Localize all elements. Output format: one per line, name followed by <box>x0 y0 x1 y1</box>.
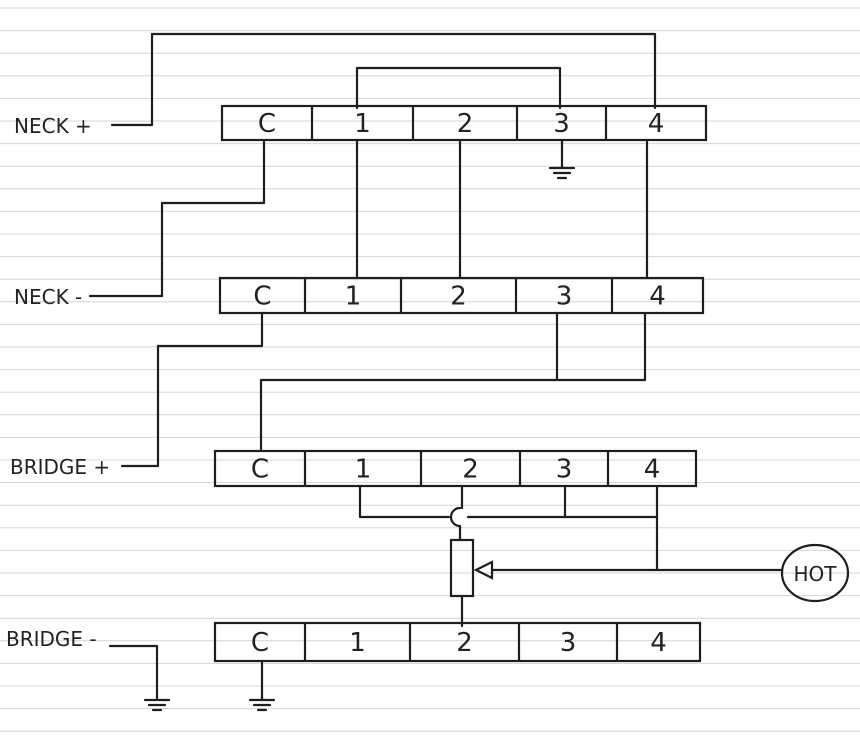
switch-terminal-label: C <box>251 455 269 485</box>
switch-terminal-label: 3 <box>560 628 577 658</box>
wire-to-bridgeplus-c <box>259 378 559 452</box>
wires <box>88 32 784 702</box>
switch-terminal-label: 1 <box>349 628 366 658</box>
hot-terminal: HOT <box>780 543 850 603</box>
wire-crossover <box>449 506 462 542</box>
neck-plus-switch: C 1 2 3 4 <box>220 104 708 142</box>
switch-frame <box>213 449 698 488</box>
hot-label: HOT <box>794 562 838 586</box>
ground-icon <box>248 698 276 712</box>
switch-terminal-label: 4 <box>644 455 661 485</box>
switch-terminal-label: 3 <box>556 282 573 312</box>
switch-frame <box>213 621 702 663</box>
switch-terminal-label: 1 <box>355 455 372 485</box>
wire-bridgeplus-bus-right <box>466 484 659 519</box>
switch-terminal-label: C <box>251 628 269 658</box>
switch-terminal-label: 2 <box>462 455 479 485</box>
ruled-lines <box>0 7 860 732</box>
switch-terminal-label: 3 <box>556 455 573 485</box>
ground-icon <box>548 166 576 180</box>
switch-terminal-label: C <box>258 109 276 139</box>
neck-minus-label: NECK - <box>14 285 82 309</box>
switch-frame <box>220 104 708 142</box>
neck-plus-label: NECK + <box>14 114 92 138</box>
bridge-minus-switch: C 1 2 3 4 <box>213 621 702 663</box>
switch-terminal-label: 2 <box>457 109 474 139</box>
wire-neckplus-1-3 <box>355 66 562 110</box>
bridge-minus-label: BRIDGE - <box>6 627 97 651</box>
bridge-plus-switch: C 1 2 3 4 <box>213 449 698 488</box>
potentiometer-icon <box>449 538 494 598</box>
switch-frame <box>218 276 705 315</box>
switch-terminal-label: 1 <box>345 282 362 312</box>
switch-terminal-label: C <box>253 282 271 312</box>
neck-minus-switch: C 1 2 3 4 <box>218 276 705 315</box>
switch-terminal-label: 3 <box>553 109 570 139</box>
switch-terminal-label: 4 <box>650 628 667 658</box>
wire-neckplus-to-pin4 <box>110 32 657 127</box>
switch-terminal-label: 1 <box>354 109 371 139</box>
wire-bridgeminus-lead <box>108 644 159 702</box>
wire-neckminus-c <box>120 311 264 468</box>
bridge-plus-label: BRIDGE + <box>10 455 110 479</box>
grounds <box>143 166 576 712</box>
switch-terminal-label: 4 <box>648 109 665 139</box>
wire-bridgeplus-bus <box>358 484 451 519</box>
ground-icon <box>143 698 171 712</box>
wire-neckplus-c <box>88 138 266 298</box>
switch-terminal-label: 2 <box>450 282 467 312</box>
arrow-right-icon <box>473 560 494 580</box>
switch-terminal-label: 4 <box>649 282 666 312</box>
wire-neckminus-3-4 <box>555 311 647 382</box>
switch-terminal-label: 2 <box>456 628 473 658</box>
